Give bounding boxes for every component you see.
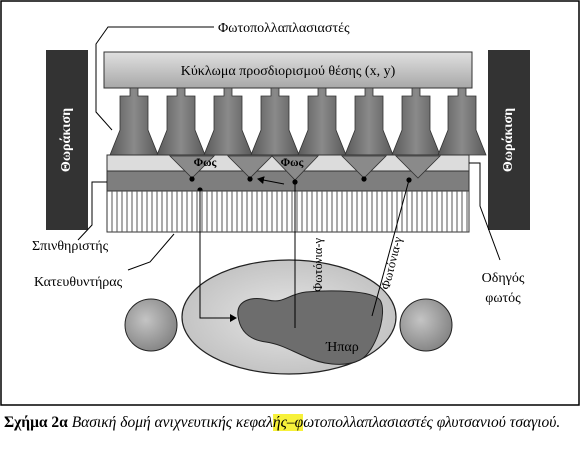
scint-dot-1 xyxy=(189,176,195,182)
caption-highlight: ής–φ xyxy=(272,414,304,431)
light-guide-label-2: φωτός xyxy=(485,291,521,306)
collimator-label: Κατευθυντήρας xyxy=(34,275,123,290)
position-circuit-box xyxy=(103,51,473,89)
liver xyxy=(237,290,384,365)
gamma-path-1 xyxy=(199,190,237,322)
light-guide-label-1: Οδηγός xyxy=(482,271,525,286)
light-cone-2 xyxy=(227,155,273,179)
organ-left xyxy=(124,298,178,352)
light-cone-3 xyxy=(271,155,319,181)
light-label-2: Φως xyxy=(281,157,304,169)
light-guide-leader xyxy=(469,162,501,261)
organ-right xyxy=(399,298,453,352)
scintillator-label: Σπινθηριστής xyxy=(32,239,109,254)
light-cone-4 xyxy=(341,155,387,179)
gamma-path-3 xyxy=(371,179,410,317)
photomultipliers-label: Φωτοπολλαπλασιαστές xyxy=(218,21,350,36)
figure-caption: Σχήμα 2α Βασική δομή ανιχνευτικής κεφαλή… xyxy=(4,412,576,433)
shield-right-label: Θωράκιση xyxy=(501,108,516,172)
scint-dot-2 xyxy=(247,176,253,182)
light-label-1: Φως xyxy=(194,157,217,169)
photomultiplier-tube xyxy=(437,87,487,156)
caption-text-after: ωτοπολλαπλασιαστές φλυτσανιού τσαγιού. xyxy=(303,414,561,431)
shield-right xyxy=(488,50,530,230)
liver-label: Ήπαρ xyxy=(325,340,359,355)
photomultipliers-leader xyxy=(95,26,214,131)
position-circuit-label: Κύκλωμα προσδιορισμού θέσης (x, y) xyxy=(181,64,396,79)
light-cone-1 xyxy=(169,155,215,179)
light-arrow xyxy=(257,176,285,185)
scint-dot-4 xyxy=(361,176,367,182)
caption-text-before: Βασική δομή ανιχνευτικής κεφαλ xyxy=(67,414,273,431)
figure-number: Σχήμα 2α xyxy=(4,414,68,431)
shield-left-label: Θωράκιση xyxy=(59,108,74,172)
collimator-leader xyxy=(127,233,175,271)
collimator xyxy=(106,190,470,233)
scintillator-leader xyxy=(77,181,107,241)
light-cone-5 xyxy=(395,155,441,179)
photomultiplier-tubes xyxy=(109,87,487,156)
collimator-septa xyxy=(111,191,468,232)
shield-left xyxy=(46,50,88,230)
gamma-label-1: Φωτόνια-γ xyxy=(311,238,325,292)
